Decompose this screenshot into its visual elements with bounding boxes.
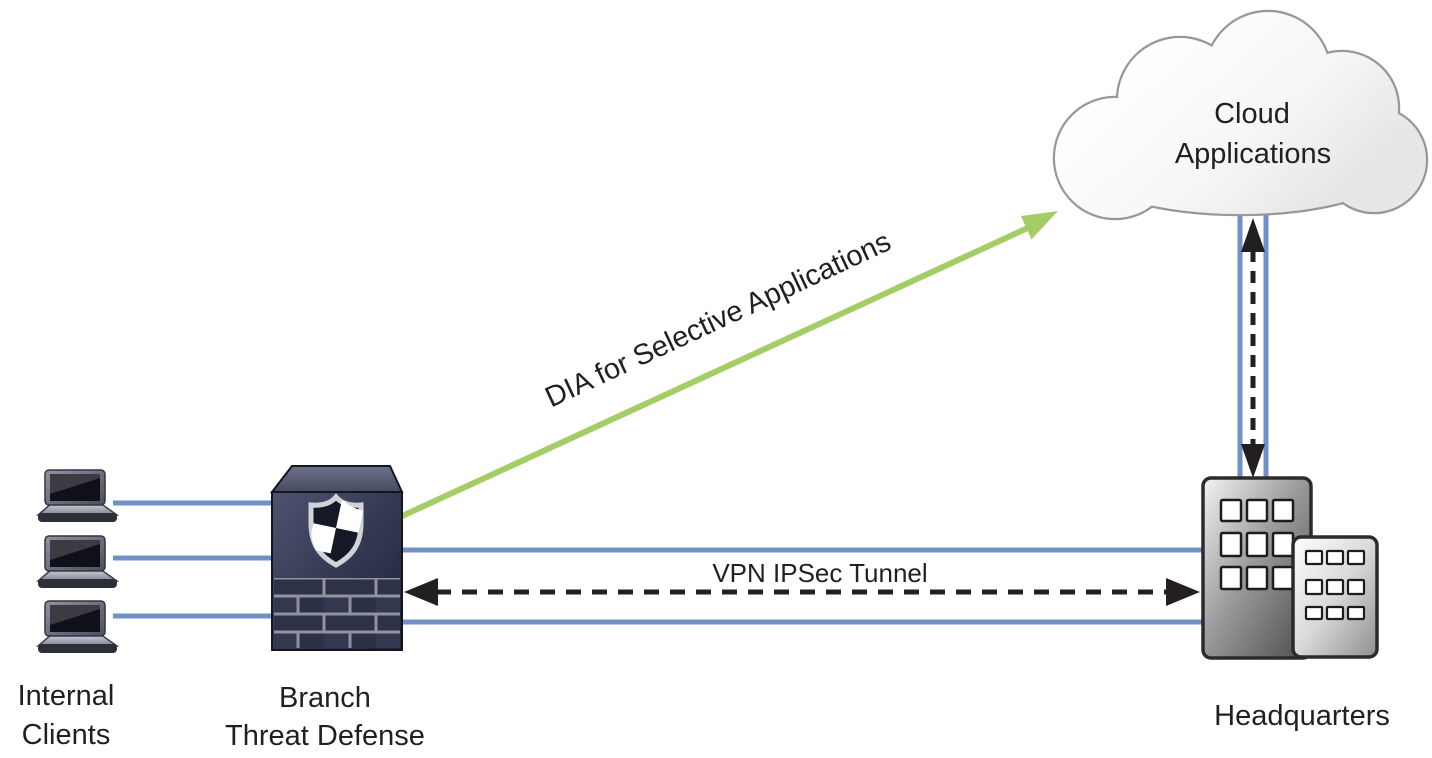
building-annex-windows [1304,549,1366,621]
window [1219,565,1243,591]
dia-link: DIA for Selective Applications [398,211,1058,520]
window [1245,531,1269,558]
cloud-label-line2: Applications [1175,138,1331,170]
dia-arrowhead [1021,211,1058,240]
dia-label: DIA for Selective Applications [541,226,896,414]
internal-clients-label-line1: Internal [18,680,115,712]
firewall-brick-wall [274,578,400,648]
window [1304,605,1324,621]
window [1325,605,1345,621]
laptop-icon [37,600,118,654]
window [1219,531,1243,558]
dia-line [398,223,1034,520]
window [1346,578,1366,596]
building-main-windows [1219,498,1295,591]
hq-cloud-arrowhead-down [1241,444,1265,478]
vpn-link: VPN IPSec Tunnel [404,558,1200,606]
window [1245,498,1269,523]
hq-cloud-arrowhead-up [1241,218,1265,252]
cloud-label-line1: Cloud [1214,98,1290,130]
window [1325,549,1345,566]
window [1304,549,1324,566]
window [1325,578,1345,596]
internal-clients-label-line2: Clients [22,719,111,751]
node-cloud-applications: Cloud Applications [1052,9,1429,221]
firewall-top-face [269,465,404,493]
node-branch-threat-defense: Branch Threat Defense [225,465,425,752]
wan-links [400,547,1206,625]
hq-cloud-link [1237,213,1269,479]
window [1346,605,1366,621]
vpn-arrowhead-left [404,578,438,606]
office-buildings-icon [1201,476,1379,660]
window [1271,565,1295,591]
window [1271,498,1295,523]
laptop-icon [37,469,118,523]
building-annex [1291,535,1379,659]
window [1346,549,1366,566]
window [1304,578,1324,596]
node-internal-clients: Internal Clients [18,469,118,751]
node-headquarters: Headquarters [1201,476,1390,732]
cloud-icon [1052,9,1429,221]
firewall-shield-icon [269,465,404,651]
window [1219,498,1243,523]
branch-label-line1: Branch [279,682,371,714]
lan-links [113,500,280,619]
window [1271,531,1295,558]
vpn-arrowhead-right [1166,578,1200,606]
laptop-icon [37,535,118,589]
branch-label-line2: Threat Defense [225,720,425,752]
vpn-label: VPN IPSec Tunnel [712,558,927,588]
window [1245,565,1269,591]
headquarters-label: Headquarters [1214,700,1390,732]
